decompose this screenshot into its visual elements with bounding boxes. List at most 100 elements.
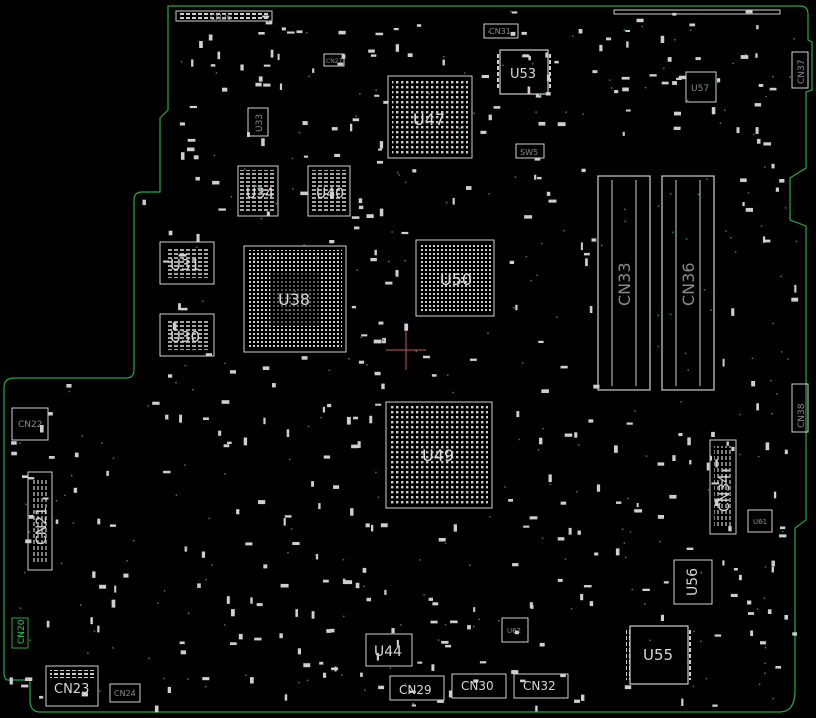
u33-label: U33: [255, 114, 265, 132]
via: [341, 674, 343, 676]
connector-cn38: CN38: [791, 383, 809, 433]
connector-cn22: CN22: [11, 407, 49, 441]
passive-component: [548, 199, 557, 203]
passive-component: [370, 54, 377, 57]
passive-component: [614, 445, 618, 453]
via: [686, 99, 689, 102]
passive-component: [511, 670, 519, 675]
passive-component: [581, 694, 585, 701]
via: [771, 412, 773, 415]
passive-component: [358, 205, 364, 210]
passive-component: [676, 77, 682, 80]
via: [624, 220, 627, 223]
passive-component: [689, 23, 696, 27]
passive-component: [179, 641, 185, 645]
via: [510, 10, 512, 13]
passive-component: [297, 648, 301, 655]
passive-component: [412, 169, 417, 173]
passive-component: [616, 501, 622, 504]
passive-component: [554, 60, 559, 64]
via: [308, 75, 310, 78]
passive-component: [303, 155, 309, 158]
via: [784, 207, 787, 209]
passive-component: [606, 37, 612, 41]
passive-component: [230, 642, 237, 645]
via: [757, 455, 760, 458]
passive-component: [755, 127, 759, 134]
via: [132, 539, 135, 542]
passive-component: [97, 625, 100, 633]
passive-component: [178, 254, 187, 257]
passive-component: [784, 615, 788, 620]
via: [763, 597, 766, 600]
via: [669, 313, 672, 316]
passive-component: [717, 78, 721, 83]
via: [267, 20, 270, 23]
passive-component: [245, 542, 253, 546]
via: [504, 486, 506, 488]
passive-component: [92, 571, 96, 578]
passive-component: [428, 597, 433, 601]
via: [570, 607, 573, 610]
via: [342, 558, 345, 561]
passive-component: [580, 594, 584, 601]
via: [644, 86, 647, 89]
passive-components: [9, 10, 799, 713]
passive-component: [201, 551, 206, 558]
via: [624, 556, 627, 559]
passive-component: [352, 118, 360, 122]
passive-component: [243, 437, 248, 446]
passive-component: [322, 579, 329, 583]
via: [291, 188, 294, 190]
via: [175, 494, 178, 497]
passive-component: [672, 81, 677, 85]
passive-component: [521, 31, 527, 35]
passive-component: [660, 614, 664, 621]
via: [497, 619, 500, 622]
via: [538, 93, 541, 96]
passive-component: [769, 87, 777, 91]
via: [363, 689, 366, 692]
passive-component: [765, 442, 770, 451]
passive-component: [667, 57, 672, 62]
passive-component: [754, 103, 762, 107]
passive-component: [538, 340, 544, 343]
passive-component: [258, 32, 265, 35]
via: [224, 473, 226, 475]
passive-component: [263, 83, 271, 87]
passive-component: [763, 142, 771, 146]
passive-component: [48, 412, 53, 416]
passive-component: [722, 560, 725, 566]
passive-component: [163, 260, 169, 263]
via: [610, 87, 613, 89]
u56-label: U56: [685, 568, 701, 596]
passive-component: [334, 153, 341, 157]
vias: [19, 10, 798, 704]
passive-component: [366, 597, 371, 602]
passive-component: [28, 515, 34, 519]
via: [162, 677, 165, 680]
cn26-label: CN26: [210, 13, 232, 22]
chip-u33: U33: [247, 107, 269, 137]
passive-component: [560, 674, 566, 678]
passive-component: [747, 600, 752, 605]
via: [537, 449, 540, 451]
passive-component: [179, 414, 182, 423]
via: [459, 127, 461, 129]
passive-component: [114, 585, 117, 593]
passive-component: [538, 121, 546, 126]
passive-component: [300, 191, 309, 196]
passive-component: [378, 148, 382, 151]
connector-cn27: CN27: [323, 53, 345, 67]
passive-component: [771, 566, 774, 573]
via: [793, 37, 795, 40]
via: [305, 31, 308, 34]
passive-component: [371, 524, 374, 532]
passive-component: [672, 12, 677, 16]
passive-component: [529, 516, 538, 520]
via: [445, 201, 448, 204]
passive-component: [203, 417, 209, 420]
passive-component: [154, 705, 159, 713]
passive-component: [163, 470, 171, 474]
